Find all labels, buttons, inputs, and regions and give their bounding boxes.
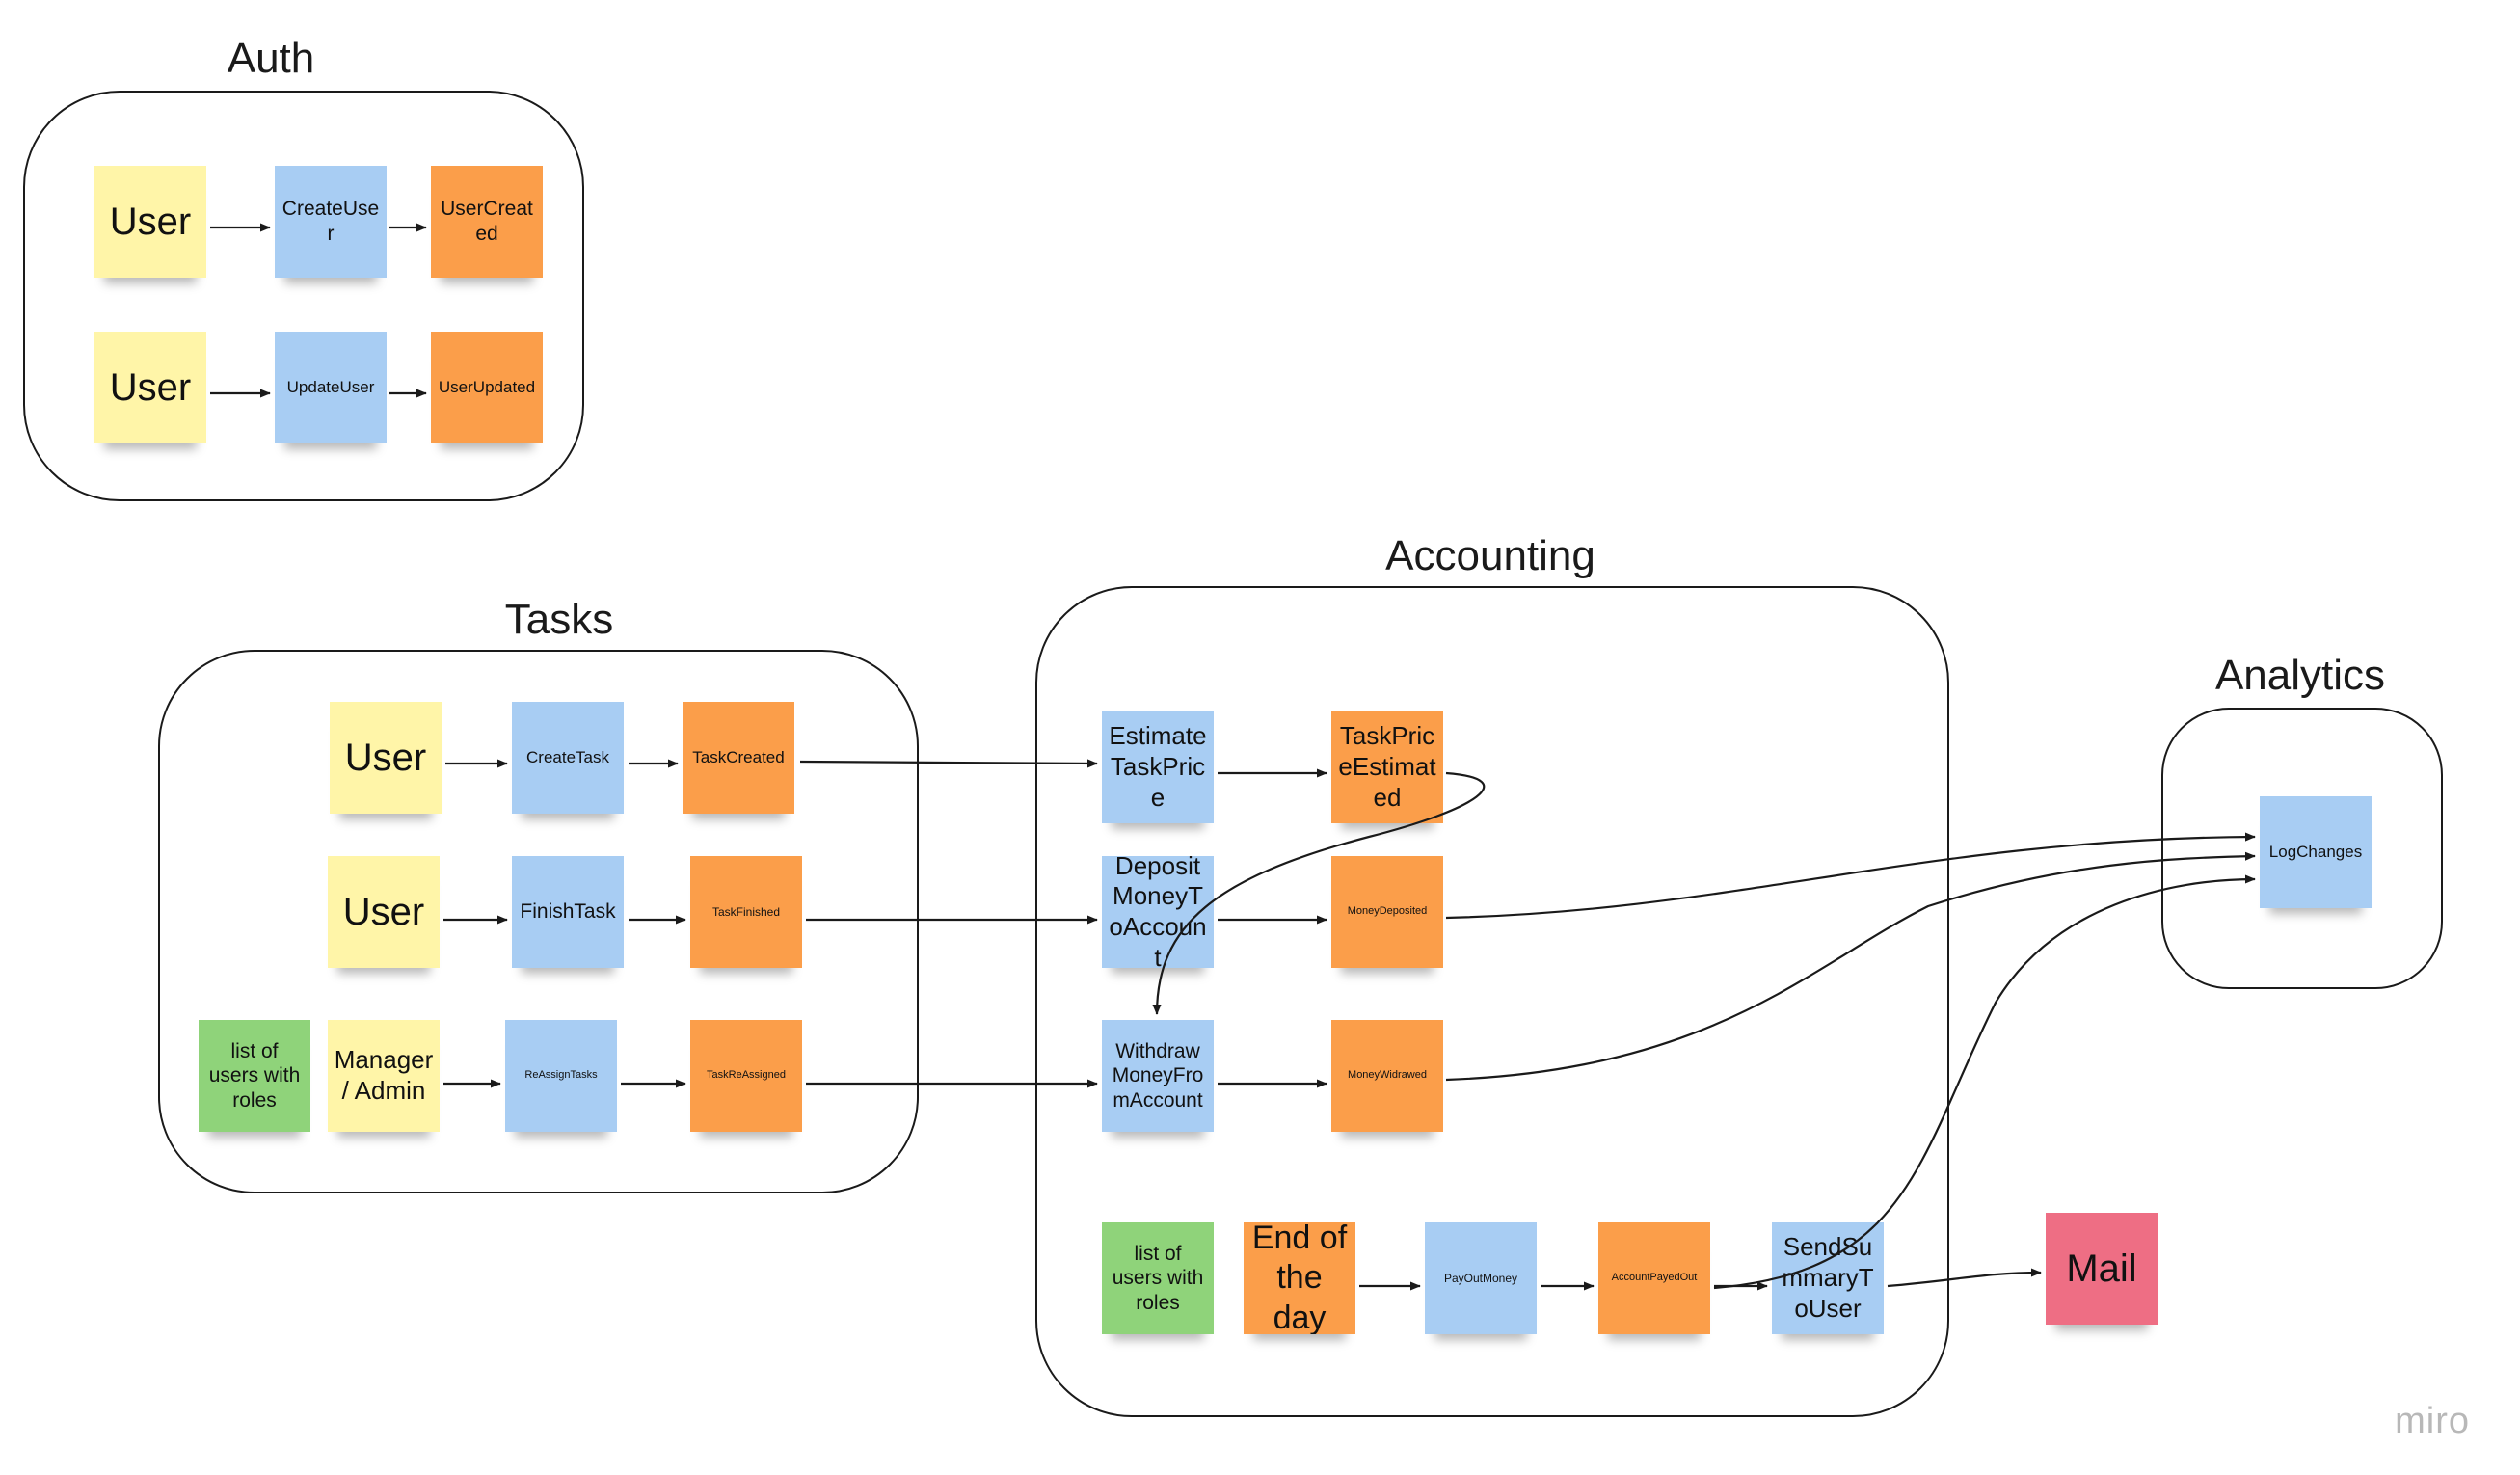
- auth-frame[interactable]: [23, 91, 584, 501]
- miro-watermark: miro: [2395, 1401, 2470, 1441]
- tasks-command-reassign-tasks[interactable]: ReAssignTasks: [505, 1020, 617, 1132]
- tasks-event-task-created[interactable]: TaskCreated: [683, 702, 794, 814]
- accounting-command-send-summary[interactable]: SendSummaryToUser: [1772, 1222, 1884, 1334]
- analytics-frame-title: Analytics: [2214, 652, 2386, 699]
- tasks-read-model-users-roles[interactable]: list of users with roles: [199, 1020, 310, 1132]
- accounting-event-money-deposited[interactable]: MoneyDeposited: [1331, 856, 1443, 968]
- tasks-command-finish-task[interactable]: FinishTask: [512, 856, 624, 968]
- accounting-command-withdraw-money[interactable]: WithdrawMoneyFromAccount: [1102, 1020, 1214, 1132]
- tasks-event-task-reassigned[interactable]: TaskReAssigned: [690, 1020, 802, 1132]
- tasks-frame[interactable]: [158, 650, 919, 1193]
- auth-frame-title: Auth: [227, 35, 315, 82]
- accounting-event-money-withdrawed[interactable]: MoneyWidrawed: [1331, 1020, 1443, 1132]
- tasks-actor-note-1[interactable]: User: [330, 702, 442, 814]
- tasks-actor-manager-admin[interactable]: Manager / Admin: [328, 1020, 440, 1132]
- auth-event-user-created[interactable]: UserCreated: [431, 166, 543, 278]
- accounting-frame-title: Accounting: [1385, 532, 1595, 579]
- tasks-actor-note-2[interactable]: User: [328, 856, 440, 968]
- accounting-command-payout-money[interactable]: PayOutMoney: [1425, 1222, 1537, 1334]
- accounting-command-estimate-task-price[interactable]: EstimateTaskPrice: [1102, 711, 1214, 823]
- accounting-trigger-end-of-day[interactable]: End of the day: [1244, 1222, 1355, 1334]
- auth-command-create-user[interactable]: CreateUser: [275, 166, 387, 278]
- auth-actor-note-2[interactable]: User: [94, 332, 206, 443]
- accounting-read-model-users-roles[interactable]: list of users with roles: [1102, 1222, 1214, 1334]
- tasks-event-task-finished[interactable]: TaskFinished: [690, 856, 802, 968]
- accounting-command-deposit-money[interactable]: DepositMoneyToAccount: [1102, 856, 1214, 968]
- auth-event-user-updated[interactable]: UserUpdated: [431, 332, 543, 443]
- external-system-mail[interactable]: Mail: [2046, 1213, 2158, 1325]
- analytics-command-log-changes[interactable]: LogChanges: [2260, 796, 2372, 908]
- tasks-command-create-task[interactable]: CreateTask: [512, 702, 624, 814]
- accounting-event-account-payed-out[interactable]: AccountPayedOut: [1598, 1222, 1710, 1334]
- tasks-frame-title: Tasks: [504, 596, 614, 643]
- accounting-event-task-price-estimated[interactable]: TaskPriceEstimated: [1331, 711, 1443, 823]
- auth-command-update-user[interactable]: UpdateUser: [275, 332, 387, 443]
- auth-actor-note-1[interactable]: User: [94, 166, 206, 278]
